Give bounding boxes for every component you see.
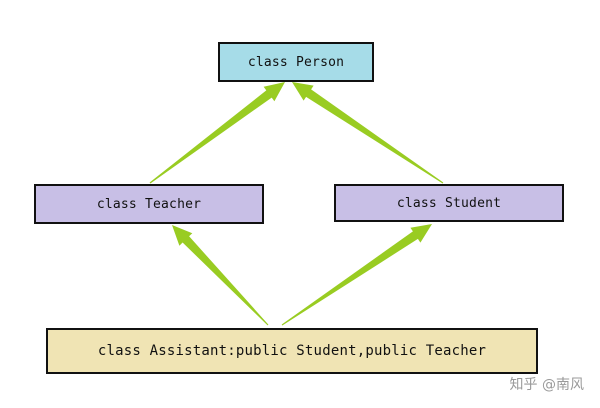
watermark-text: 知乎 @南风: [509, 377, 584, 393]
arrow-student-to-person: [292, 82, 444, 184]
arrow-teacher-to-person: [149, 82, 285, 184]
class-person-box: class Person: [218, 42, 374, 82]
arrow-assistant-to-student: [281, 224, 432, 326]
class-teacher-box: class Teacher: [34, 184, 264, 224]
class-assistant-box: class Assistant:public Student,public Te…: [46, 328, 538, 374]
arrow-assistant-to-teacher: [172, 225, 269, 326]
class-student-box: class Student: [334, 184, 564, 222]
